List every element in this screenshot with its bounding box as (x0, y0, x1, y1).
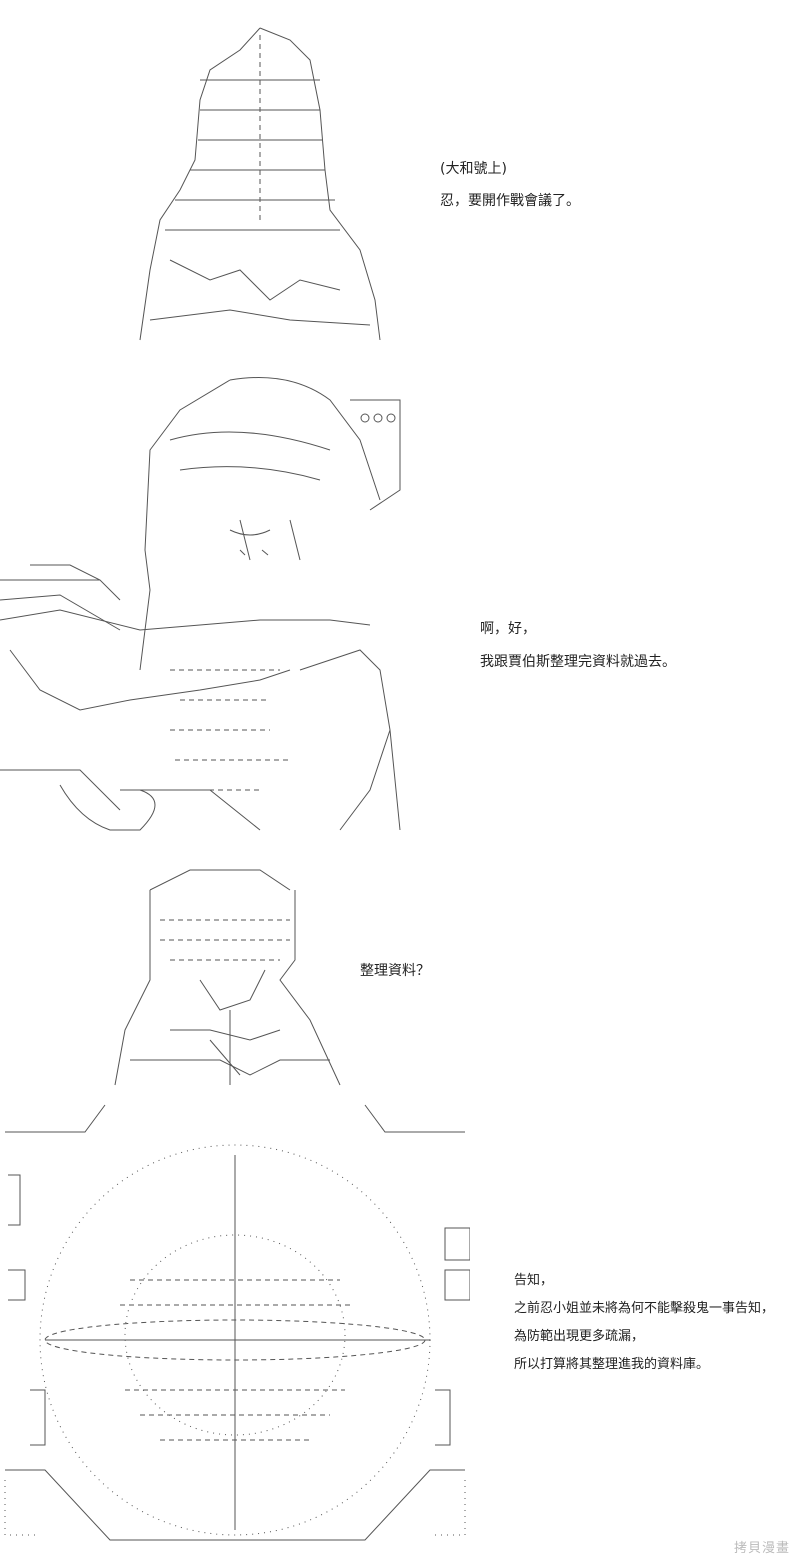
dialogue-line: 忍，要開作戰會議了。 (440, 193, 580, 209)
dialogue-line: 整理資料？ (360, 963, 430, 979)
panel-3: 整理資料？ (0, 850, 800, 1100)
dialogue-line: 告知， (514, 1273, 554, 1288)
ascii-art-character-hat (130, 20, 390, 345)
dialogue-line: 為防範出現更多疏漏， (514, 1329, 645, 1344)
ascii-art-character-bob (110, 860, 350, 1090)
panel-2: 啊，好， 我跟賈伯斯整理完資料就過去。 (0, 370, 800, 840)
watermark: 拷貝漫畫 (733, 1541, 790, 1556)
panel-4: 告知， 之前忍小姐並未將為何不能擊殺鬼一事告知， 為防範出現更多疏漏， 所以打算… (0, 1100, 800, 1564)
dialogue-line: 啊，好， (480, 621, 536, 637)
dialogue-line: 之前忍小姐並未將為何不能擊殺鬼一事告知， (514, 1301, 775, 1316)
dialogue-line: 我跟賈伯斯整理完資料就過去。 (480, 654, 676, 670)
ascii-art-characters (0, 370, 420, 840)
panel-1: (大和號上) 忍，要開作戰會議了。 (0, 0, 800, 350)
narration-location: (大和號上) (440, 161, 507, 177)
ascii-art-globe-hologram (0, 1100, 470, 1550)
dialogue-line: 所以打算將其整理進我的資料庫。 (514, 1357, 710, 1372)
